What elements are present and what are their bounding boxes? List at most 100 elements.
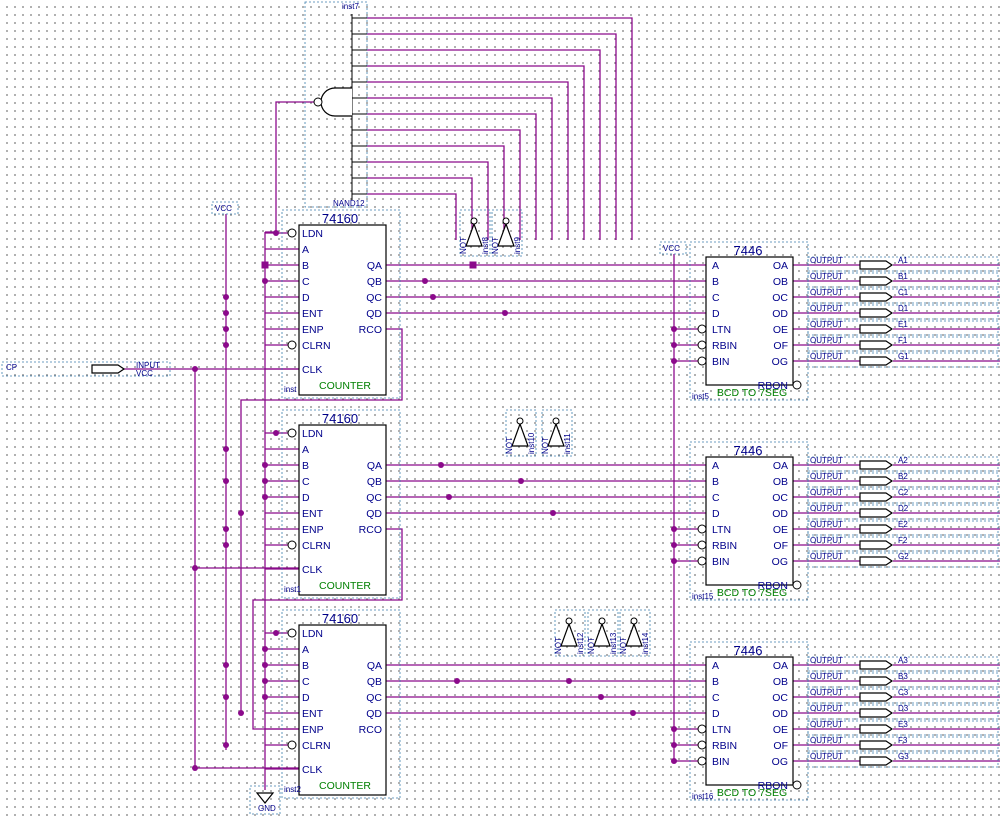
counter-pin-label: QC	[366, 292, 382, 304]
not-frame	[541, 409, 573, 457]
output-label: OUTPUT	[810, 656, 843, 665]
inverter-bubble	[792, 580, 802, 590]
not-frame	[491, 209, 523, 257]
not-instance: inst11	[563, 433, 572, 454]
input-pin-shape	[91, 364, 126, 374]
counter-instance: inst1	[284, 585, 301, 594]
gnd-frame	[249, 785, 281, 815]
not-label: NOT	[554, 637, 563, 654]
counter-frame	[281, 209, 401, 399]
not-instance: inst9	[513, 237, 522, 254]
inverter-bubble	[630, 617, 638, 625]
counter-pin-label: QC	[366, 492, 382, 504]
decoder-pin-label: OC	[772, 692, 788, 704]
wire	[367, 49, 601, 240]
not-frame	[459, 209, 491, 257]
inverter-bubble	[287, 540, 297, 550]
counter-pin-label: B	[302, 460, 309, 472]
output-pin-frame	[807, 304, 999, 320]
junction-dot	[223, 478, 229, 484]
junction-dot	[223, 326, 229, 332]
output-pin-shape	[859, 708, 894, 718]
output-label: OUTPUT	[810, 552, 843, 561]
decoder-pin-label: A	[712, 660, 719, 672]
junction-dot	[223, 694, 229, 700]
wire	[124, 368, 196, 768]
counter-pin-label: B	[302, 260, 309, 272]
counter-frame	[281, 409, 401, 599]
decoder-title: 7446	[734, 443, 763, 458]
vcc-label: VCC	[215, 204, 232, 213]
counter-pin-label: ENT	[302, 708, 324, 720]
counter-pin-label: CLRN	[302, 340, 331, 352]
junction-dot	[223, 662, 229, 668]
junction-dot	[262, 678, 268, 684]
counter-pin-label: QB	[367, 476, 382, 488]
decoder-pin-label: RBIN	[712, 740, 737, 752]
output-pin-shape	[859, 692, 894, 702]
counter-pin-label: ENT	[302, 308, 324, 320]
inverter-bubble	[287, 740, 297, 750]
counter-pin-label: LDN	[302, 428, 323, 440]
counter-pin-label: QB	[367, 276, 382, 288]
decoder-pin-label: RBIN	[712, 540, 737, 552]
not-instance: inst8	[481, 237, 490, 254]
output-pin-frame	[807, 336, 999, 352]
output-pin-frame	[807, 272, 999, 288]
output-pin-shape	[859, 260, 894, 270]
junction-dot	[262, 662, 268, 668]
decoder-pin-label: B	[712, 276, 719, 288]
inverter-bubble	[565, 617, 573, 625]
not-label: NOT	[541, 437, 550, 454]
output-label: OUTPUT	[810, 256, 843, 265]
inverter-bubble	[697, 740, 707, 750]
not-body	[497, 222, 515, 247]
output-pin-frame	[807, 552, 999, 568]
wire	[367, 145, 505, 240]
decoder-pin-label: OG	[772, 556, 788, 568]
decoder-pin-label: OA	[773, 660, 788, 672]
junction-dot	[630, 710, 636, 716]
counter-pin-label: D	[302, 692, 310, 704]
output-pin-name: E1	[898, 320, 908, 329]
output-label: OUTPUT	[810, 320, 843, 329]
wires	[124, 17, 1000, 790]
inverter-bubble	[697, 324, 707, 334]
output-pin-name: B1	[898, 272, 908, 281]
counter-pin-label: CLRN	[302, 540, 331, 552]
decoder-pin-label: OB	[773, 476, 788, 488]
output-pin-shape	[859, 556, 894, 566]
junction-dot	[454, 678, 460, 684]
not-instance: inst10	[527, 432, 536, 454]
junction-dot	[566, 678, 572, 684]
output-pin-name: C1	[898, 288, 909, 297]
output-label: OUTPUT	[810, 456, 843, 465]
decoder-name: BCD TO 7SEG	[717, 587, 787, 599]
decoder-pin-label: OE	[773, 324, 788, 336]
wire	[367, 81, 569, 240]
output-label: OUTPUT	[810, 288, 843, 297]
counter-pin-label: ENP	[302, 324, 324, 336]
output-pin-name: E3	[898, 720, 908, 729]
inverter-bubble	[697, 340, 707, 350]
decoder-pin-label: A	[712, 460, 719, 472]
counter-pin-label: CLK	[302, 764, 322, 776]
output-label: OUTPUT	[810, 752, 843, 761]
decoder-pin-label: RBON	[758, 780, 788, 792]
inverter-bubble	[697, 556, 707, 566]
junction-dot	[262, 494, 268, 500]
vcc-frame	[659, 241, 687, 255]
counter-pin-label: ENT	[302, 508, 324, 520]
counter-name: COUNTER	[319, 780, 371, 792]
decoder-3: 7446ABCDLTNRBINBINOAOBOCODOEOFOGRBONBCD …	[689, 641, 999, 801]
counter-3: 74160LDNABCDENTENPCLRNCLKQAQBQCQDRCOCOUN…	[281, 609, 401, 799]
counter-pin-label: QC	[366, 692, 382, 704]
not-body	[560, 622, 578, 647]
nand-frame	[304, 1, 368, 208]
decoder-pin-label: C	[712, 492, 720, 504]
output-label: OUTPUT	[810, 504, 843, 513]
output-pin-name: A1	[898, 256, 908, 265]
